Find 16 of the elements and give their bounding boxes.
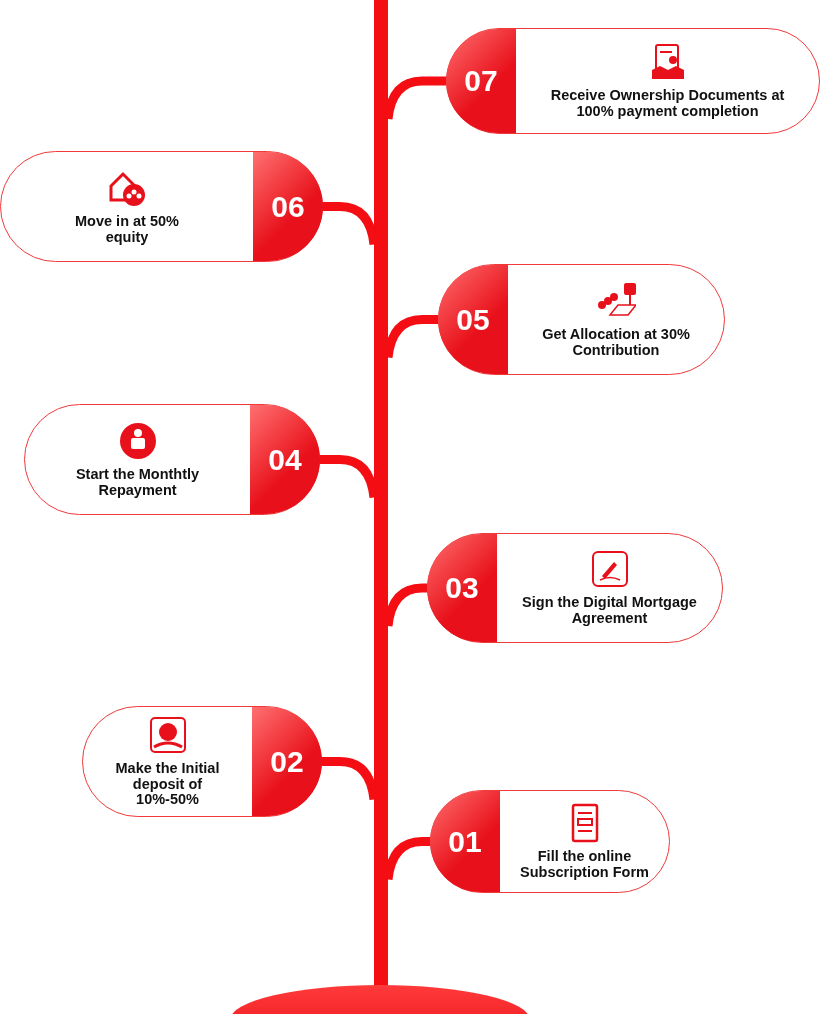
step-number: 05 [438, 265, 508, 374]
step-number: 02 [252, 707, 322, 816]
step-number: 03 [427, 534, 497, 642]
step-text: Start the Monthtly Repayment [74, 466, 201, 499]
step-number: 01 [430, 791, 500, 892]
step-pill [0, 151, 323, 262]
step-text: Get Allocation at 30% Contribution [541, 326, 691, 359]
step-text: Receive Ownership Documents at 100% payment completion [549, 88, 786, 120]
step-pill [446, 28, 820, 134]
step-text: Move in at 50% equity [74, 213, 180, 246]
step-number: 06 [253, 152, 323, 261]
step-number: 04 [250, 405, 320, 514]
step-number: 07 [446, 29, 516, 133]
step-text: Sign the Digital Mortgage Agreement [522, 595, 697, 627]
step-text: Fill the online Subscription Form [519, 848, 650, 881]
step-text: Make the Initial deposit of 10%-50% [114, 760, 221, 809]
